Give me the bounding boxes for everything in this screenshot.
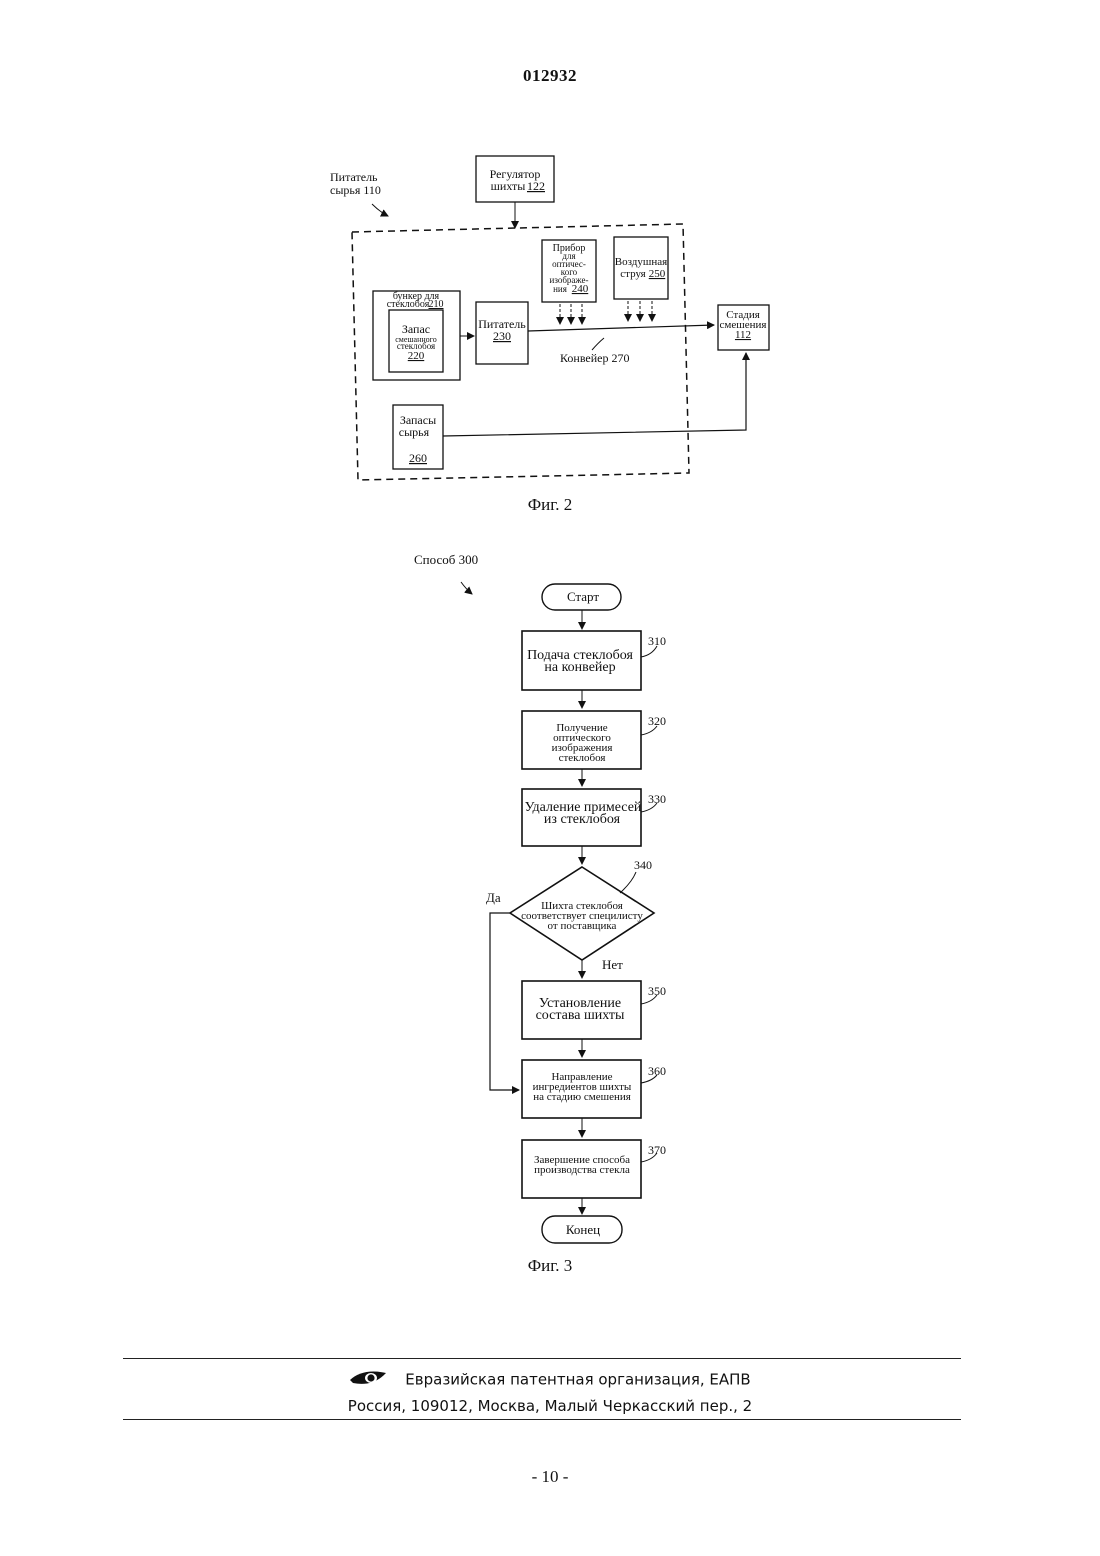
feeder-box-ref: 230 bbox=[493, 329, 511, 343]
optical-ref: 240 bbox=[572, 283, 589, 295]
feeder-label-pointer bbox=[372, 204, 388, 216]
end-label: Конец bbox=[566, 1222, 600, 1237]
bunker-line2: стеклобоя bbox=[387, 299, 430, 310]
method-label-pointer bbox=[461, 582, 472, 594]
yes-branch-arrow bbox=[490, 913, 519, 1090]
figure-2-caption: Фиг. 2 bbox=[528, 495, 573, 514]
raw-to-mixing-arrow bbox=[443, 353, 746, 436]
regulator-line2: шихты bbox=[491, 179, 526, 193]
footer-top-rule bbox=[123, 1358, 961, 1359]
raw-ref: 260 bbox=[409, 451, 427, 465]
step-340-leader bbox=[620, 872, 636, 893]
feeder-label-line2: сырья 110 bbox=[330, 183, 381, 197]
mixing-ref: 112 bbox=[735, 329, 751, 341]
yes-label: Да bbox=[486, 890, 501, 905]
step-370-ref: 370 bbox=[648, 1143, 666, 1157]
stock-line1: Запас bbox=[402, 322, 430, 336]
footer-bottom-rule bbox=[123, 1419, 961, 1420]
step-320-line4: стеклобоя bbox=[559, 752, 606, 764]
step-330-line2: из стеклобоя bbox=[544, 812, 621, 827]
optical-line6: ния bbox=[553, 284, 567, 294]
figure-2: Питатель сырья 110 Регулятор шихты 122 б… bbox=[330, 156, 769, 514]
conveyor-label-pointer bbox=[592, 338, 604, 350]
step-340-line3: от поставщика bbox=[548, 920, 617, 932]
step-370-line2: производства стекла bbox=[534, 1164, 630, 1176]
step-350-ref: 350 bbox=[648, 984, 666, 998]
figure-3: Способ 300 Старт Подача стеклобоя на кон… bbox=[414, 552, 666, 1275]
raw-line2: сырья bbox=[399, 425, 430, 439]
bunker-ref: 210 bbox=[429, 299, 444, 310]
step-340-ref: 340 bbox=[634, 858, 652, 872]
organization-address: Россия, 109012, Москва, Малый Черкасский… bbox=[0, 1397, 1100, 1415]
page-number: - 10 - bbox=[0, 1467, 1100, 1487]
no-label: Нет bbox=[602, 957, 623, 972]
airjet-line2: струя bbox=[620, 268, 645, 280]
figures-drawing: Питатель сырья 110 Регулятор шихты 122 б… bbox=[0, 0, 1100, 1340]
stock-ref: 220 bbox=[408, 350, 425, 362]
method-label: Способ 300 bbox=[414, 552, 478, 567]
conveyor-label: Конвейер 270 bbox=[560, 351, 630, 365]
step-330-ref: 330 bbox=[648, 792, 666, 806]
air-jet-flows bbox=[628, 301, 652, 321]
step-320-ref: 320 bbox=[648, 714, 666, 728]
step-360-line3: на стадию смешения bbox=[533, 1091, 631, 1103]
organization-name: Евразийская патентная организация, ЕАПВ bbox=[405, 1371, 750, 1389]
feeder-label-line1: Питатель bbox=[330, 170, 378, 184]
step-310-line2: на конвейер bbox=[544, 660, 615, 675]
optical-rays bbox=[560, 304, 582, 324]
step-350-line2: состава шихты bbox=[536, 1008, 625, 1023]
regulator-ref: 122 bbox=[527, 179, 545, 193]
step-360-ref: 360 bbox=[648, 1064, 666, 1078]
figure-3-caption: Фиг. 3 bbox=[528, 1256, 573, 1275]
start-label: Старт bbox=[567, 589, 599, 604]
step-310-ref: 310 bbox=[648, 634, 666, 648]
airjet-line1: Воздушная bbox=[615, 256, 667, 268]
eapo-eye-logo-icon bbox=[349, 1368, 387, 1392]
footer-organization: Евразийская патентная организация, ЕАПВ bbox=[0, 1368, 1100, 1392]
airjet-ref: 250 bbox=[649, 268, 666, 280]
